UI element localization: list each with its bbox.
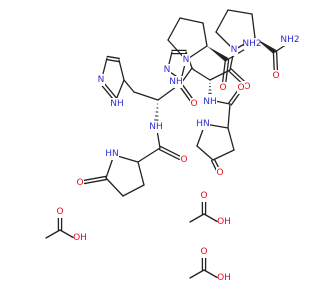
- pyro-ring-bond: [105, 177, 124, 197]
- label-backdrop: [272, 70, 280, 82]
- label-backdrop: [244, 38, 260, 50]
- label-backdrop: [219, 82, 227, 94]
- atom-oh-acetic-2: OH: [73, 233, 87, 243]
- atom-o-amide-left: O: [180, 155, 187, 165]
- imidazole-bond: [115, 79, 125, 101]
- imidazole-bond: [118, 59, 125, 81]
- atom-o-pyro-left: O: [76, 178, 83, 188]
- atom-nh2-left: NH2: [242, 39, 261, 49]
- stereo-wedge: [207, 46, 229, 62]
- bond: [209, 69, 231, 81]
- atom-o-proline-left: O: [219, 83, 226, 93]
- atom-o-acetic-2: O: [56, 207, 63, 217]
- atom-nh-amide-left: NH: [149, 122, 163, 132]
- atom-o-pyro-right: O: [216, 168, 223, 178]
- bond: [137, 147, 161, 163]
- label-backdrop: [56, 206, 64, 218]
- pyro-ring-bond: [196, 145, 214, 161]
- atom-nh-amide-right: NH: [203, 97, 217, 107]
- atom-oh-acetic-1: OH: [217, 217, 231, 227]
- imidazole-double-bond: [106, 55, 120, 60]
- atom-oh-acetic-3: OH: [217, 273, 231, 283]
- label-backdrop: [180, 154, 188, 166]
- pyro-ring-bond: [122, 184, 145, 197]
- label-backdrop: [200, 246, 208, 258]
- label-backdrop: [216, 167, 224, 179]
- imidazole-bond: [181, 67, 193, 83]
- pro-ring-bond: [227, 9, 253, 15]
- atom-nh-imidazole-right: NH: [169, 77, 183, 87]
- atom-o-proline-right: O: [272, 71, 279, 81]
- label-backdrop: [105, 148, 119, 160]
- atom-n-proline-right: N: [231, 45, 238, 55]
- acetic-bond: [189, 269, 205, 279]
- label-backdrop: [110, 98, 124, 110]
- label-backdrop: [76, 177, 84, 189]
- atom-o-amide-right: O: [237, 83, 244, 93]
- label-backdrop: [149, 121, 163, 133]
- label-backdrop: [190, 98, 198, 110]
- stereo-wedge: [255, 38, 277, 54]
- bond: [123, 79, 135, 93]
- label-backdrop: [196, 118, 210, 130]
- carbonyl-double-bond: [224, 59, 230, 85]
- pro-ring-bond: [179, 17, 204, 24]
- label-backdrop: [200, 190, 208, 202]
- atom-o-acyl-right: O: [243, 82, 250, 92]
- acetic-bond: [45, 229, 61, 239]
- atom-o-acetic-1: O: [200, 191, 207, 201]
- atom-n-proline-left: N: [183, 55, 190, 65]
- label-backdrop: [282, 34, 298, 46]
- pyro-ring-bond: [137, 161, 145, 186]
- pyro-ring-bond: [212, 149, 235, 161]
- imidazole-double-bond: [106, 58, 120, 63]
- label-backdrop: [237, 82, 245, 94]
- pro-ring-bond: [215, 9, 229, 33]
- label-backdrop: [169, 76, 183, 88]
- pro-ring-bond: [167, 17, 181, 41]
- bond: [133, 91, 159, 101]
- carbonyl-double-bond: [83, 175, 107, 182]
- label-backdrop: [217, 272, 231, 284]
- atom-n-imidazole-right: N: [164, 65, 171, 75]
- pro-ring-bond: [202, 22, 208, 47]
- carbonyl-double-bond: [230, 68, 247, 84]
- bond: [227, 103, 231, 129]
- pro-ring-bond: [251, 13, 256, 39]
- carbonyl-double-bond: [221, 59, 227, 85]
- carbonyl-double-bond: [210, 160, 218, 172]
- atom-nh2-right: NH2: [280, 35, 299, 45]
- label-backdrop: [73, 232, 87, 244]
- label-backdrop: [243, 81, 251, 93]
- pyro-ring-bond: [227, 127, 235, 151]
- atom-nh-imidazole-left: NH: [110, 99, 124, 109]
- label-backdrop: [97, 74, 105, 86]
- label-backdrop: [182, 54, 190, 66]
- atom-o-acetic-3: O: [200, 247, 207, 257]
- label-backdrop: [217, 216, 231, 228]
- acetic-bond: [203, 213, 219, 223]
- acetic-bond: [203, 269, 219, 279]
- acetic-bond: [59, 229, 75, 239]
- atom-hn-pyro-left: HN: [105, 149, 119, 159]
- atom-o-acyl-left: O: [190, 99, 197, 109]
- atom-hn-pyro-right: HN: [196, 119, 210, 129]
- label-backdrop: [163, 64, 171, 76]
- atom-n-imidazole-left: N: [98, 75, 105, 85]
- carbonyl-double-bond: [158, 148, 180, 161]
- label-backdrop: [203, 96, 217, 108]
- acetic-bond: [189, 213, 205, 223]
- carbonyl-double-bond: [83, 178, 107, 185]
- label-backdrop: [230, 44, 238, 56]
- bond: [193, 69, 211, 81]
- carbonyl-double-bond: [160, 145, 182, 158]
